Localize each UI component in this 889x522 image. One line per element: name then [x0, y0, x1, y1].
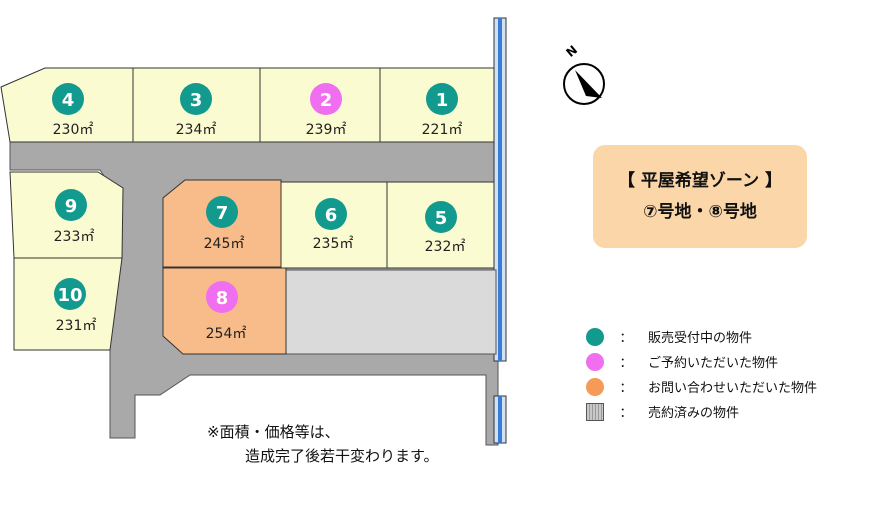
lot-2-number: 2 [320, 90, 333, 111]
lot-4[interactable]: 4 230㎡ [0, 67, 134, 143]
lot-3[interactable]: 3 234㎡ [132, 67, 261, 143]
legend-item-inquired: ： お問い合わせいただいた物件 [586, 374, 817, 399]
lot-7-status-badge [206, 196, 238, 228]
lot-1-area: 221㎡ [422, 122, 463, 138]
compass-north-label: N [563, 43, 580, 60]
lot-5[interactable]: 5 232㎡ [386, 181, 495, 269]
lot-7[interactable]: 7 245㎡ [162, 179, 282, 268]
lot-5-status-badge [425, 201, 457, 233]
legend-label: ご予約いただいた物件 [648, 356, 779, 371]
lot-6[interactable]: 6 235㎡ [280, 181, 388, 269]
lot-4-number: 4 [62, 90, 75, 111]
lot-3-area: 234㎡ [176, 122, 217, 138]
legend-colon: ： [619, 356, 633, 371]
zone-lots: ⑦号地・⑧号地 [643, 201, 757, 222]
lot-4-area: 230㎡ [53, 122, 94, 138]
note-line-1: ※面積・価格等は、 [207, 423, 340, 441]
lot-2[interactable]: 2 239㎡ [259, 67, 381, 143]
lot-7-area: 245㎡ [204, 236, 245, 252]
lot-8[interactable]: 8 254㎡ [162, 267, 287, 355]
legend-colon: ： [619, 381, 633, 396]
lot-1[interactable]: 1 221㎡ [379, 67, 495, 143]
zone-title: 【 平屋希望ゾーン 】 [618, 170, 782, 191]
lot-6-status-badge [315, 198, 347, 230]
lot-9-number: 9 [65, 196, 78, 217]
lot-10-area: 231㎡ [56, 318, 97, 334]
lot-5-area: 232㎡ [425, 239, 466, 255]
lot-9[interactable]: 9 233㎡ [9, 171, 124, 259]
sold-lot[interactable] [285, 269, 497, 355]
lot-6-area: 235㎡ [313, 236, 354, 252]
legend-item-sold: ： 売約済みの物件 [586, 399, 817, 424]
lot-10[interactable]: 10 231㎡ [13, 257, 123, 351]
legend-sold-marker-icon [586, 402, 604, 421]
lot-group: 4 230㎡ 3 234㎡ 2 239㎡ 1 221㎡ 9 233㎡ [0, 67, 495, 355]
lot-1-number: 1 [436, 90, 449, 111]
lot-3-number: 3 [190, 90, 203, 111]
lot-9-status-badge [55, 189, 87, 221]
lot-1-status-badge [426, 83, 458, 115]
lot-7-number: 7 [216, 203, 229, 224]
disclaimer-note: ※面積・価格等は、 造成完了後若干変わります。 [207, 420, 439, 468]
lot-2-area: 239㎡ [306, 122, 347, 138]
legend-inquired-marker-icon [586, 377, 604, 396]
lot-2-status-badge [310, 83, 342, 115]
legend-label: お問い合わせいただいた物件 [648, 381, 818, 396]
flat-house-zone-box: 【 平屋希望ゾーン 】 ⑦号地・⑧号地 [593, 145, 807, 248]
lot-5-number: 5 [435, 208, 448, 229]
legend-item-available: ： 販売受付中の物件 [586, 324, 817, 349]
legend-label: 売約済みの物件 [648, 406, 740, 421]
legend-colon: ： [619, 331, 633, 346]
legend-available-marker-icon [586, 327, 604, 346]
note-line-2: 造成完了後若干変わります。 [245, 447, 439, 465]
lot-8-area: 254㎡ [206, 326, 247, 342]
legend: ： 販売受付中の物件 ： ご予約いただいた物件 ： お問い合わせいただいた物件 … [586, 324, 817, 424]
legend-label: 販売受付中の物件 [648, 331, 753, 346]
lot-9-area: 233㎡ [54, 229, 95, 245]
lot-8-status-badge [206, 281, 238, 313]
legend-item-reserved: ： ご予約いただいた物件 [586, 349, 817, 374]
lot-4-status-badge [52, 83, 84, 115]
lot-10-status-badge [54, 278, 86, 310]
lot-8-number: 8 [216, 288, 229, 309]
legend-colon: ： [619, 406, 633, 421]
lot-3-status-badge [180, 83, 212, 115]
north-compass: N [563, 43, 605, 105]
north-arrow-icon [575, 70, 602, 98]
lot-10-number: 10 [57, 285, 82, 306]
lot-6-number: 6 [325, 205, 338, 226]
legend-reserved-marker-icon [586, 352, 604, 371]
